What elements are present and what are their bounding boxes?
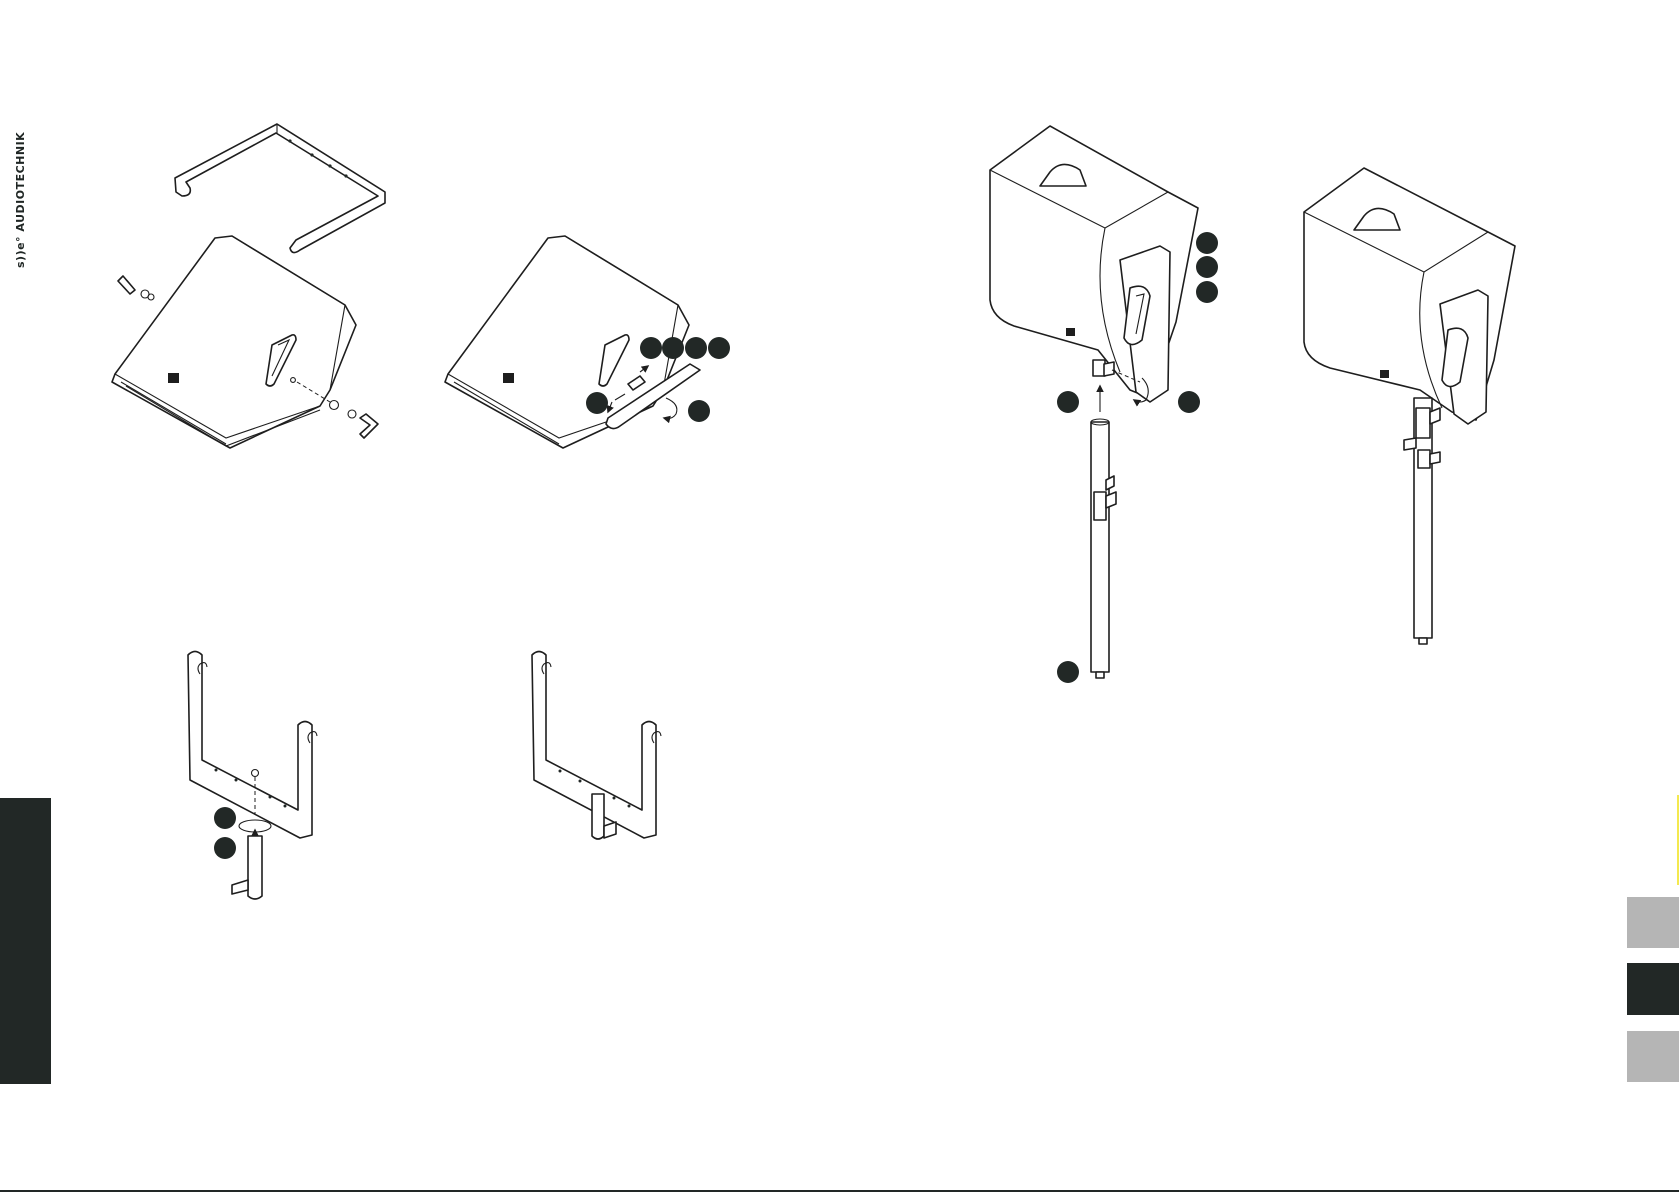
assembly-step-marker	[1196, 232, 1218, 254]
assembly-step-marker	[1057, 391, 1079, 413]
speaker-on-pole-exploded	[990, 126, 1218, 683]
assembly-step-marker	[1057, 661, 1079, 683]
bracket-with-adapter-exploded	[188, 652, 317, 900]
assembly-step-marker	[1178, 391, 1200, 413]
speaker-on-pole-mounted	[1304, 168, 1515, 644]
assembly-step-marker	[1196, 281, 1218, 303]
assembly-step-marker	[1196, 256, 1218, 278]
assembly-step-marker	[586, 392, 608, 414]
bracket-with-adapter-mounted	[532, 652, 661, 840]
assembly-step-marker	[708, 337, 730, 359]
assembly-step-marker	[685, 337, 707, 359]
bracket-mounted-on-speaker	[445, 236, 700, 448]
assembly-step-marker	[662, 337, 684, 359]
assembly-step-marker	[640, 337, 662, 359]
assembly-step-marker	[214, 837, 236, 859]
assembly-step-marker	[214, 807, 236, 829]
speaker-with-bracket-exploded	[112, 124, 385, 448]
assembly-step-marker	[688, 400, 710, 422]
